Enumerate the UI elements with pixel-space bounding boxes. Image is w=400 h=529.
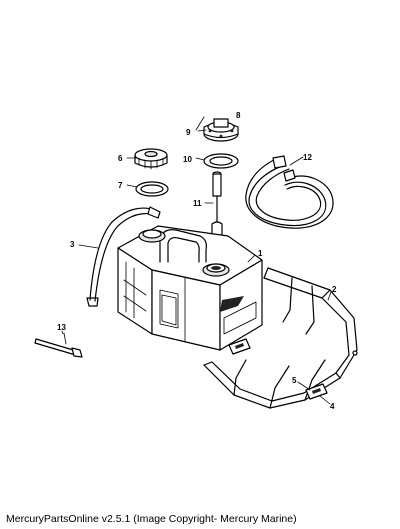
- callout-2: 2: [332, 285, 337, 294]
- part-6-fill-cap: [134, 148, 168, 170]
- exploded-parts-diagram: 1 2 3 4 5 6 7 8 9 10 11 12 13: [34, 111, 358, 411]
- callout-8: 8: [236, 111, 241, 120]
- part-2-tank-tray: [203, 267, 358, 409]
- copyright-footer: MercuryPartsOnline v2.5.1 (Image Copyrig…: [6, 513, 297, 525]
- part-3-strap: [86, 206, 161, 307]
- callout-12: 12: [303, 153, 312, 162]
- callout-13: 13: [57, 323, 66, 332]
- callout-1: 1: [258, 249, 263, 258]
- callout-6: 6: [118, 154, 123, 163]
- part-13-cable-tie: [34, 332, 83, 358]
- part-10-gasket: [203, 153, 239, 169]
- part-7-gasket: [135, 181, 169, 197]
- callout-11: 11: [193, 199, 202, 208]
- part-12-fuel-hose: [245, 155, 334, 229]
- callout-10: 10: [183, 155, 192, 164]
- callout-7: 7: [118, 181, 123, 190]
- part-11-fuel-gauge: [211, 171, 223, 241]
- callout-4: 4: [330, 402, 335, 411]
- leader-lines: [61, 116, 332, 405]
- part-5-clip: [228, 338, 328, 400]
- part-1-fuel-tank: [117, 225, 263, 351]
- callout-9: 9: [186, 128, 191, 137]
- callout-3: 3: [70, 240, 75, 249]
- callout-5: 5: [292, 376, 297, 385]
- part-8-vent-cap: [203, 118, 239, 142]
